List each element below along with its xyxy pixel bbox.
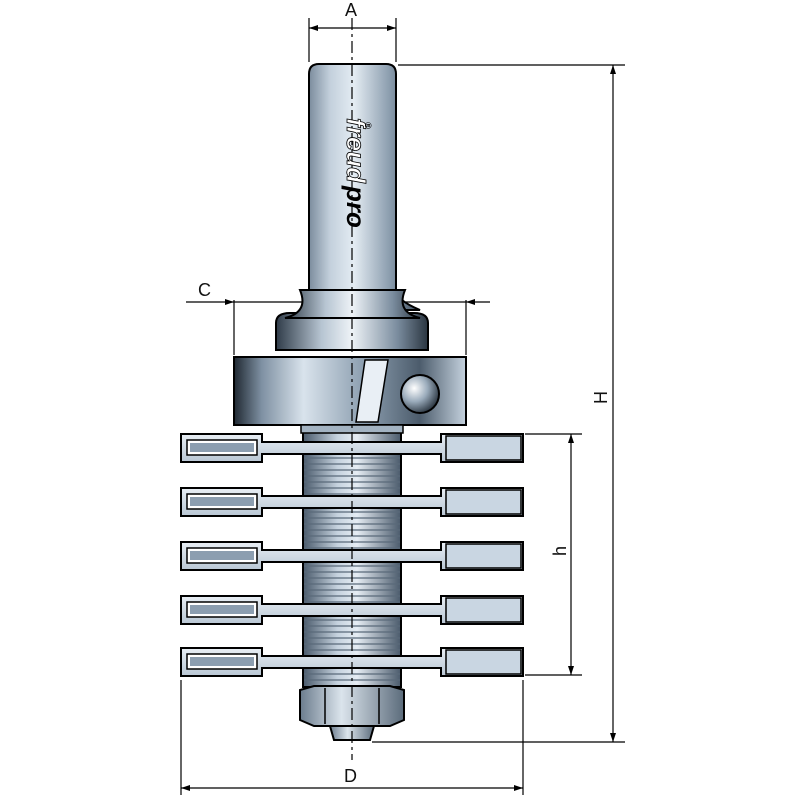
label-c: C [198, 280, 211, 300]
carbide-tooth-right [445, 435, 522, 461]
brand-registered: ® [363, 122, 373, 129]
carbide-tooth-right [445, 543, 522, 569]
set-screw-ball [400, 374, 440, 414]
label-a: A [345, 0, 357, 20]
carbide-tooth-right [445, 597, 522, 623]
carbide-tooth-right [445, 489, 522, 515]
clamp-ring-slot [355, 359, 389, 423]
brand-name: freud [341, 118, 371, 184]
label-h-total: H [591, 391, 611, 404]
carbide-tooth-right [445, 649, 522, 675]
label-h-cutting: h [550, 546, 570, 556]
hex-nut [299, 685, 405, 727]
brand-mark: pro [341, 185, 371, 228]
brand-logo: freud pro ® [341, 118, 373, 228]
dimension-h-cutting [525, 433, 582, 676]
dimension-d [180, 680, 524, 795]
shank-collar [275, 312, 429, 351]
dimension-h-total [372, 64, 625, 743]
label-d: D [344, 766, 357, 786]
